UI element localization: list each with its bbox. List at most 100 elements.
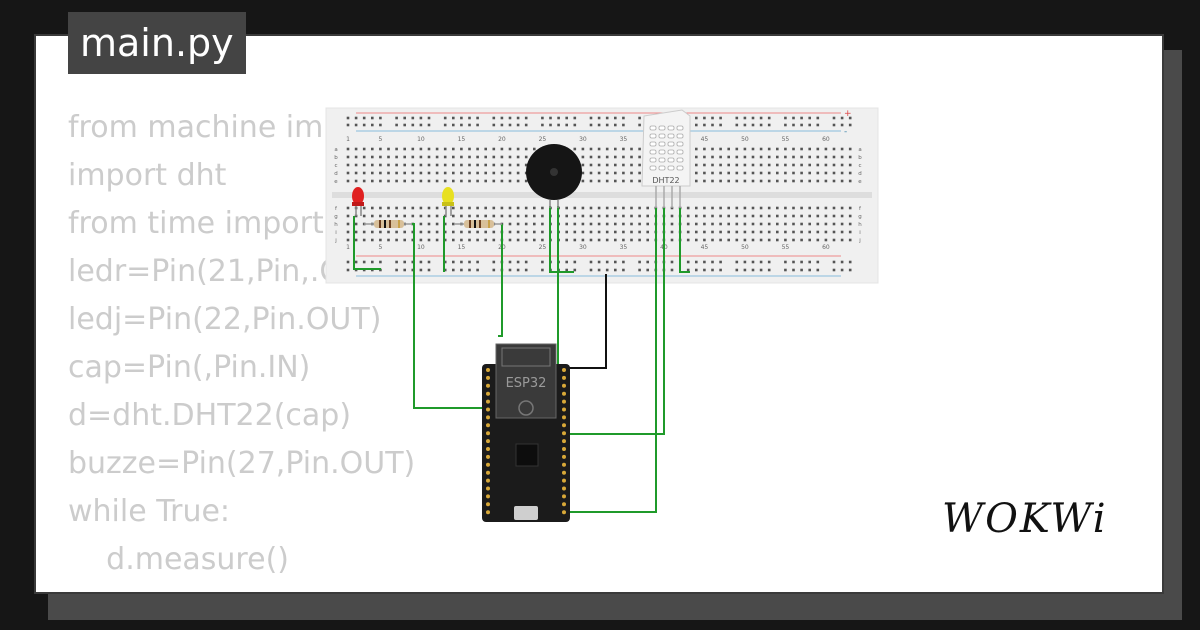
column-number: 45: [701, 136, 709, 143]
resistor-2[interactable]: [454, 220, 502, 228]
breadboard-hole: [848, 214, 852, 218]
breadboard-hole: [573, 147, 577, 151]
breadboard-hole: [824, 238, 828, 242]
breadboard-hole: [419, 268, 423, 272]
breadboard-hole: [524, 116, 528, 120]
breadboard-hole: [719, 260, 722, 264]
breadboard-hole: [387, 147, 390, 151]
breadboard-hole: [581, 222, 585, 226]
breadboard-hole: [832, 206, 836, 210]
breadboard-hole: [759, 238, 763, 242]
breadboard-hole: [589, 116, 593, 120]
breadboard-hole: [808, 238, 811, 242]
row-letter: a: [334, 147, 337, 153]
esp32-pin: [562, 383, 566, 388]
column-number: 25: [539, 136, 547, 143]
file-name-tab[interactable]: main.py: [68, 12, 246, 74]
breadboard-hole: [500, 155, 504, 159]
breadboard-hole: [427, 123, 431, 127]
breadboard-hole: [541, 230, 544, 234]
breadboard-hole: [379, 147, 382, 151]
esp32-pin: [562, 510, 566, 515]
column-number: 10: [417, 136, 425, 143]
breadboard-hole: [751, 230, 755, 234]
column-number: 50: [741, 244, 749, 251]
usb-port[interactable]: [514, 506, 538, 520]
breadboard-hole: [468, 268, 471, 272]
breadboard-hole: [800, 123, 803, 127]
breadboard-hole: [443, 206, 447, 210]
breadboard-hole: [403, 238, 406, 242]
breadboard-hole: [379, 171, 382, 175]
breadboard-hole: [614, 123, 617, 127]
breadboard-hole: [614, 147, 617, 151]
breadboard-hole: [638, 163, 641, 167]
dht22-sensor[interactable]: DHT22: [641, 109, 691, 208]
breadboard-hole: [686, 206, 690, 210]
column-number: 35: [620, 136, 628, 143]
breadboard-hole: [492, 206, 496, 210]
breadboard-hole: [743, 179, 747, 183]
breadboard-hole: [589, 268, 593, 272]
led-yellow[interactable]: [442, 187, 454, 216]
breadboard-hole: [403, 155, 406, 159]
breadboard-hole: [484, 147, 487, 151]
circuit-diagram[interactable]: + - 115510101515202025253030353540404545…: [36, 36, 1164, 594]
code-line: from time import: [68, 206, 324, 241]
breadboard-hole: [638, 116, 641, 120]
breadboard-hole: [387, 155, 390, 159]
breadboard-hole: [735, 171, 739, 175]
breadboard-hole: [735, 230, 739, 234]
breadboard-hole: [743, 206, 747, 210]
breadboard-hole: [508, 222, 512, 226]
breadboard-hole: [411, 155, 415, 159]
breadboard-hole: [751, 260, 755, 264]
breadboard-hole: [524, 147, 528, 151]
breadboard-hole: [767, 171, 771, 175]
breadboard-hole: [476, 123, 479, 127]
breadboard-hole: [784, 206, 787, 210]
breadboard-hole: [784, 214, 787, 218]
breadboard-hole: [443, 163, 447, 167]
breadboard-hole: [808, 163, 811, 167]
breadboard-hole: [622, 260, 625, 264]
breadboard-hole: [573, 116, 577, 120]
breadboard-hole: [735, 222, 739, 226]
breadboard-hole: [727, 171, 730, 175]
breadboard-hole: [476, 179, 479, 183]
breadboard-hole: [735, 147, 739, 151]
breadboard-hole: [711, 214, 714, 218]
breadboard-hole: [719, 230, 722, 234]
breadboard-hole: [792, 268, 795, 272]
esp32-pin: [562, 486, 566, 491]
breadboard-hole: [767, 147, 771, 151]
breadboard-hole: [476, 116, 479, 120]
breadboard-hole: [767, 123, 771, 127]
breadboard-hole: [435, 147, 439, 151]
esp32-board[interactable]: ESP32: [482, 343, 570, 522]
buzzer[interactable]: [526, 144, 582, 208]
breadboard-hole: [622, 268, 625, 272]
led-red[interactable]: [352, 187, 364, 216]
breadboard-hole: [759, 260, 763, 264]
esp32-pin: [562, 502, 566, 507]
breadboard-hole: [840, 123, 844, 127]
dht22-vent: [658, 125, 666, 131]
resistor-1[interactable]: [364, 220, 412, 228]
breadboard-hole: [354, 155, 358, 159]
breadboard-hole: [435, 171, 439, 175]
breadboard-hole: [427, 179, 431, 183]
breadboard-hole: [840, 206, 844, 210]
breadboard-hole: [719, 171, 722, 175]
breadboard-hole: [371, 155, 374, 159]
breadboard-hole: [403, 214, 406, 218]
breadboard-hole: [719, 155, 722, 159]
breadboard-hole: [840, 147, 844, 151]
breadboard-hole: [840, 230, 844, 234]
breadboard-hole: [419, 238, 423, 242]
breadboard-hole: [533, 222, 536, 226]
breadboard-hole: [492, 163, 496, 167]
breadboard-hole: [622, 230, 625, 234]
breadboard-hole: [695, 123, 698, 127]
esp32-pin: [486, 447, 490, 451]
